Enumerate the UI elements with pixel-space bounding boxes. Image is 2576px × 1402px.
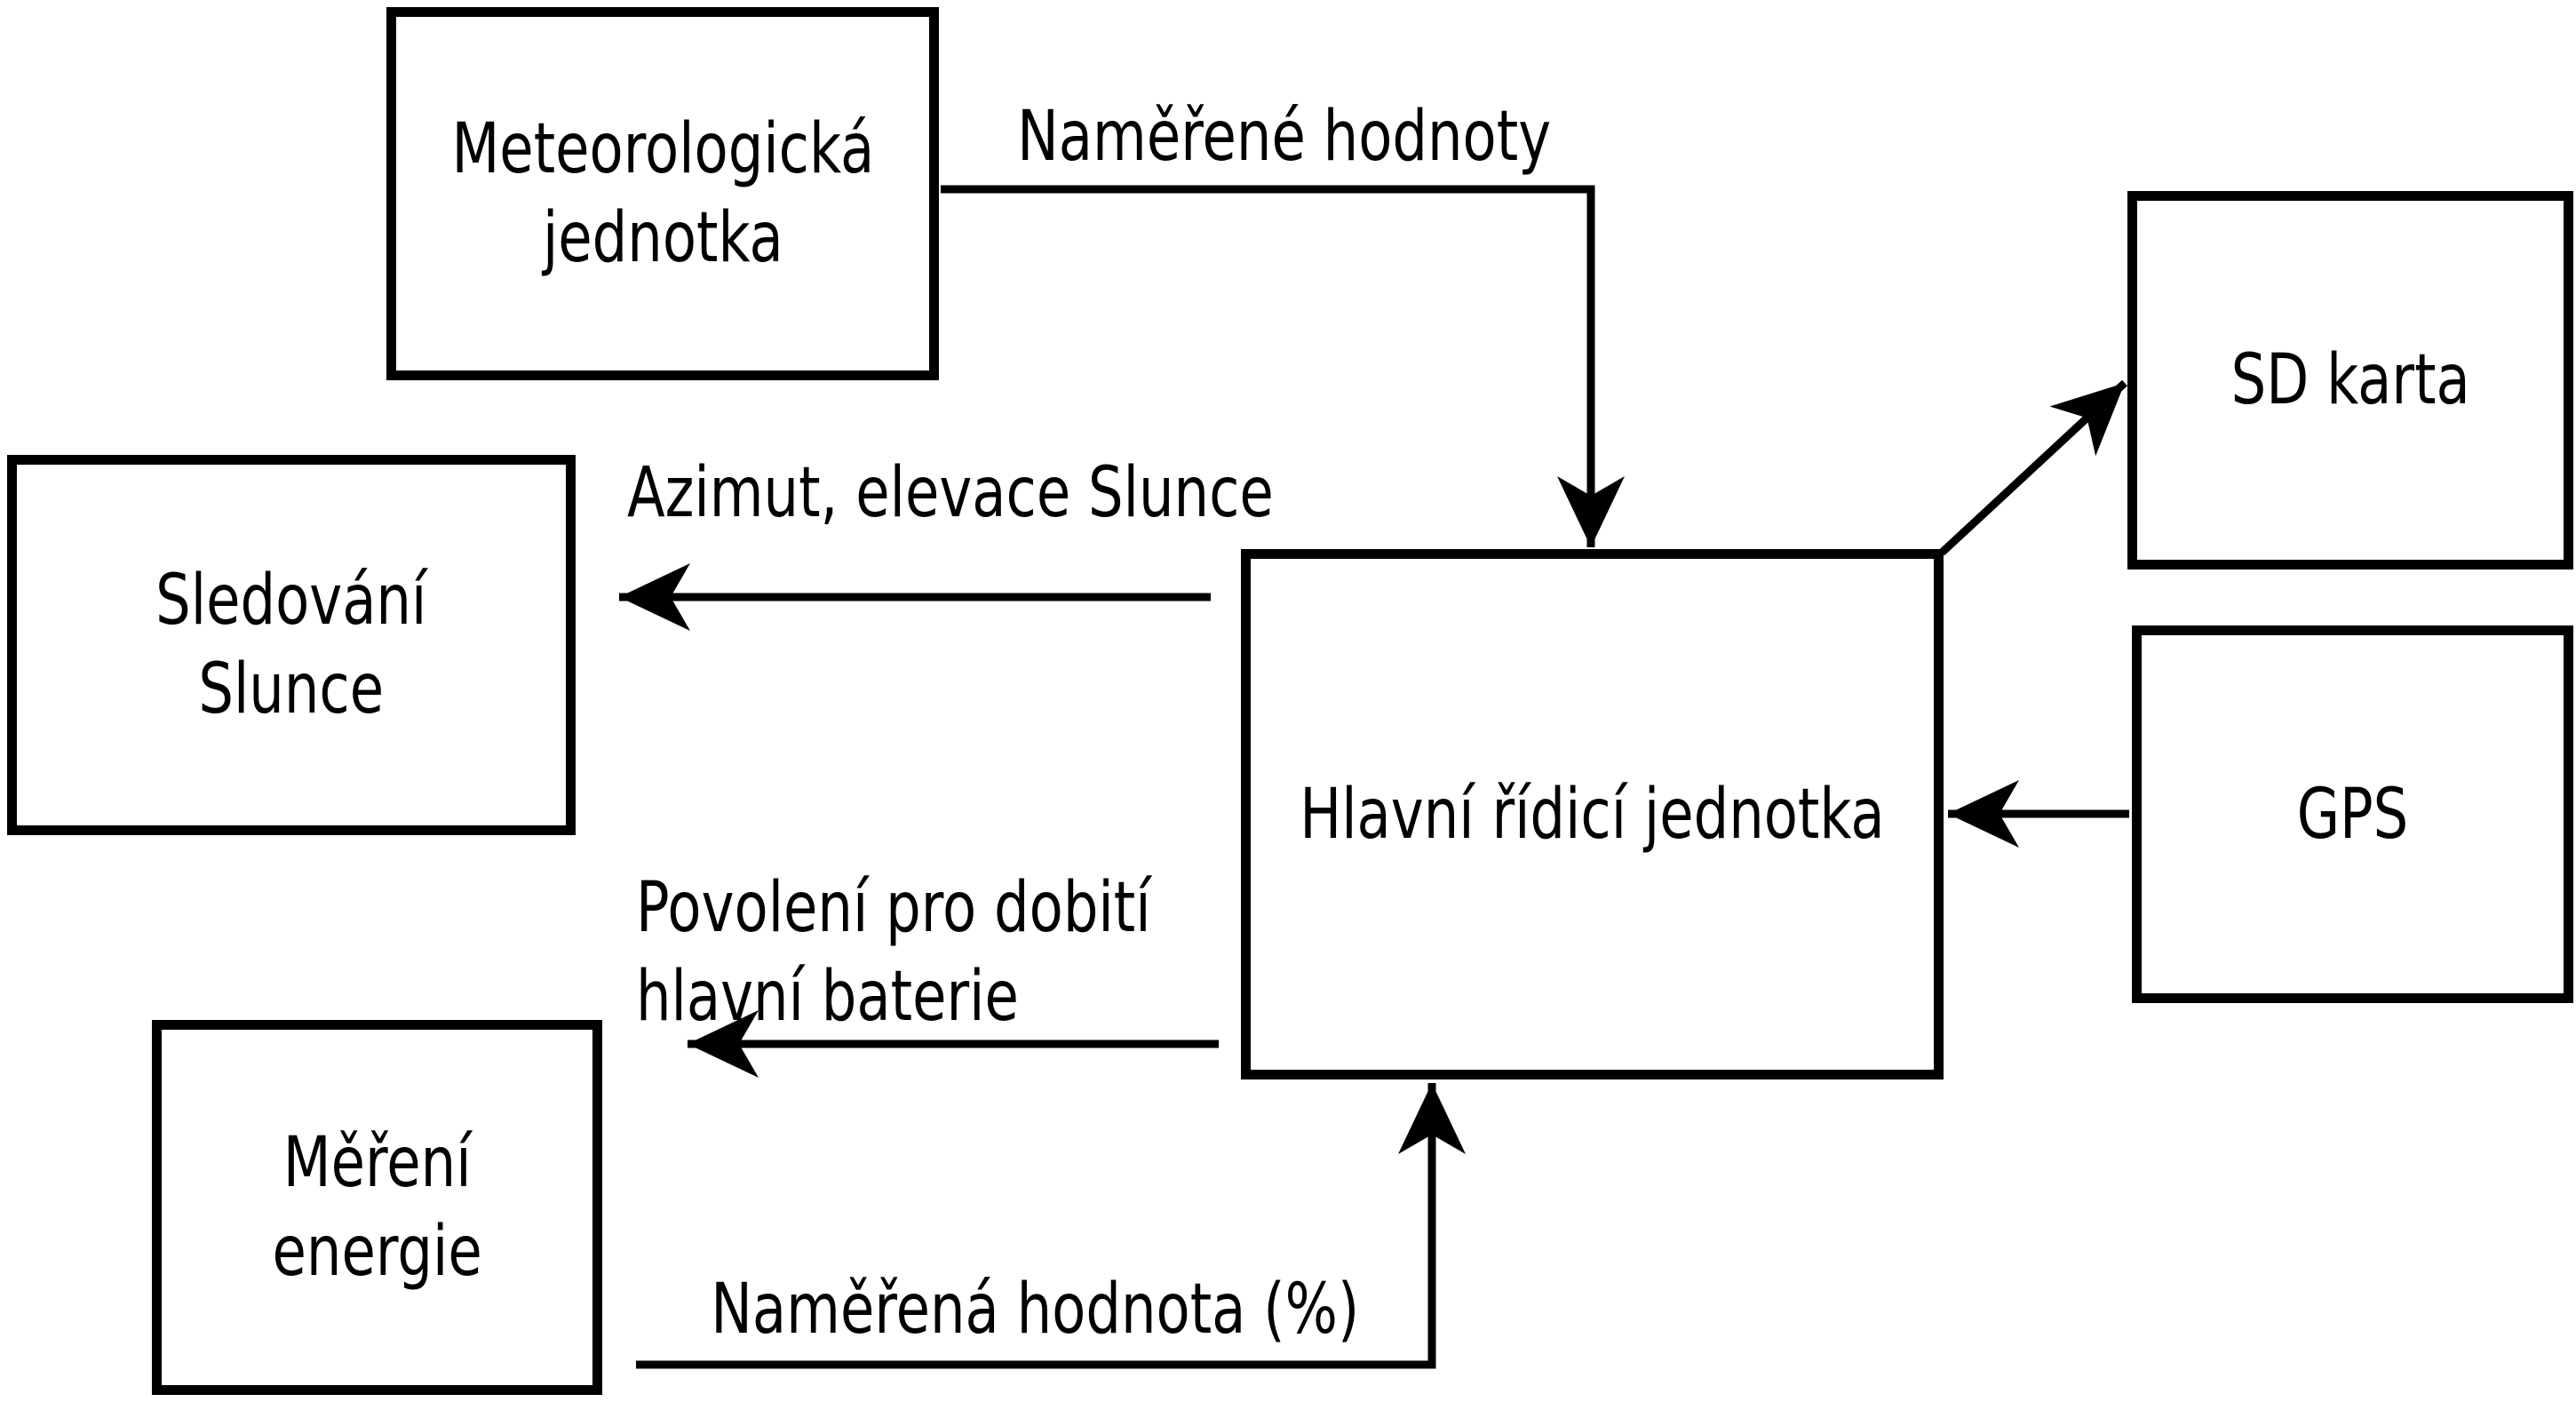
box-energy-measurement: Měření energie [152, 1020, 602, 1395]
box-meteorological-unit-label: Meteorologická jednotka [451, 109, 874, 278]
box-meteorological-unit: Meteorologická jednotka [386, 7, 939, 380]
box-sun-tracking-label: Sledování Slunce [155, 561, 427, 729]
box-energy-measurement-label: Měření energie [272, 1123, 482, 1292]
arrow-meteo-to-main [941, 185, 1625, 547]
edge-label-azimuth-elevation: Azimut, elevace Slunce [627, 453, 1274, 533]
box-sun-tracking: Sledování Slunce [7, 455, 576, 835]
box-sd-card-label: SD karta [2230, 340, 2470, 420]
box-gps-label: GPS [2296, 774, 2409, 855]
edge-label-charge-permission: Povolení pro dobití hlavní baterie [636, 868, 1151, 1037]
box-gps: GPS [2132, 625, 2573, 1003]
box-main-control-unit-label: Hlavní řídicí jednotka [1300, 774, 1885, 855]
edge-label-measured-values: Naměřené hodnoty [1017, 97, 1552, 177]
box-sd-card: SD karta [2127, 191, 2573, 570]
box-main-control-unit: Hlavní řídicí jednotka [1241, 549, 1944, 1079]
edge-label-measured-value-percent: Naměřená hodnota (%) [711, 1270, 1359, 1350]
arrow-main-to-sd-card [1938, 379, 2128, 556]
arrow-energy-measurement-to-main [636, 1083, 1466, 1369]
